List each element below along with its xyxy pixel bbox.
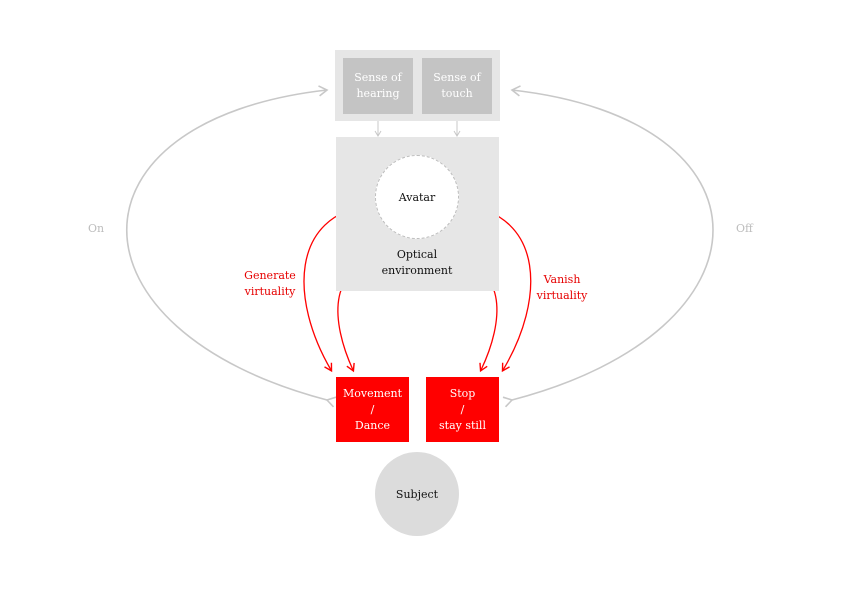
sense-of-hearing-label: Sense of hearing: [354, 71, 402, 100]
avatar-label: Avatar: [398, 190, 436, 204]
stop-stay-still-box: Stop / stay still: [426, 377, 499, 442]
movement-dance-label: Movement / Dance: [342, 386, 403, 432]
off-loop-arrow: [502, 85, 714, 408]
generate-virtuality-label: Generate virtuality: [244, 269, 296, 298]
avatar-node: Avatar: [375, 155, 459, 239]
sense-of-touch-label: Sense of touch: [433, 71, 481, 100]
on-label: On: [88, 222, 105, 235]
on-loop-arrow: [125, 85, 337, 408]
off-label: Off: [736, 222, 753, 235]
optical-environment-label-box: Optical environment: [372, 246, 462, 280]
subject-node: Subject: [375, 452, 459, 536]
sense-of-hearing-box: Sense of hearing: [343, 58, 413, 114]
optical-environment-label: Optical environment: [381, 248, 453, 277]
subject-label: Subject: [395, 487, 439, 501]
sense-of-touch-box: Sense of touch: [422, 58, 492, 114]
stop-stay-still-label: Stop / stay still: [439, 386, 486, 432]
movement-dance-box: Movement / Dance: [336, 377, 409, 442]
vanish-virtuality-label: Vanish virtuality: [536, 273, 588, 302]
